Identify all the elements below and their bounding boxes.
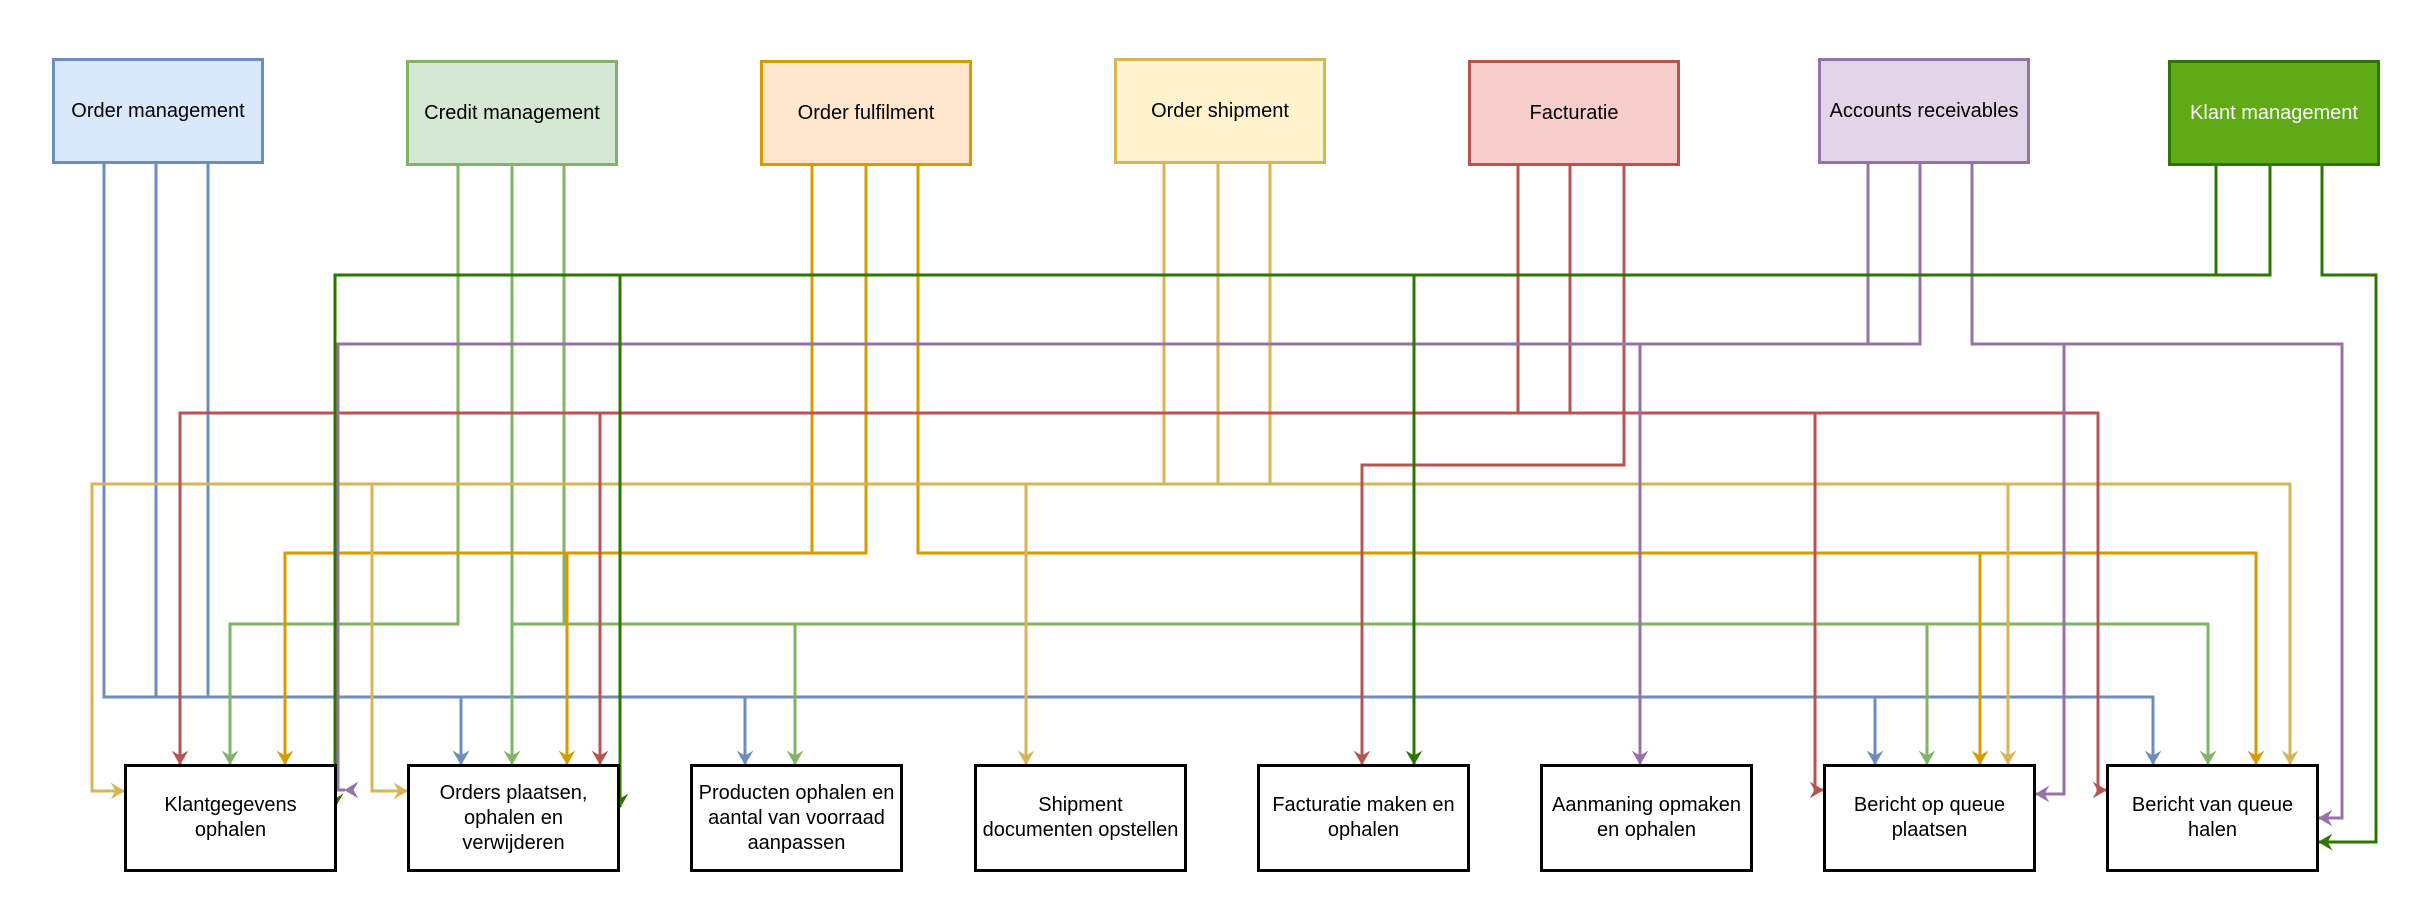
box-producten-ophalen: Producten ophalen en aantal van voorraad… xyxy=(690,764,903,872)
connector-os-to-kg xyxy=(90,164,1166,800)
arrowhead xyxy=(393,782,408,800)
connector-om-to-op xyxy=(154,164,470,765)
connector-cm-to-bp xyxy=(510,164,1936,765)
box-bericht-op-queue: Bericht op queue plaatsen xyxy=(1823,764,2036,872)
connector-cm-to-bh xyxy=(562,164,2217,765)
arrowhead xyxy=(1631,750,1649,765)
arrowhead xyxy=(736,750,754,765)
connector-km-to-fm xyxy=(1405,164,2272,765)
arrowhead xyxy=(276,750,294,765)
arrowhead xyxy=(171,750,189,765)
arrowhead xyxy=(1999,750,2017,765)
arrowhead xyxy=(344,781,359,799)
connector-os-to-bh xyxy=(1268,164,2299,765)
arrowhead xyxy=(2199,750,2217,765)
connector-km-to-bh xyxy=(2318,164,2378,851)
arrowhead xyxy=(110,782,125,800)
arrowhead xyxy=(2144,750,2162,765)
box-facturatie-maken: Facturatie maken en ophalen xyxy=(1257,764,1470,872)
arrowhead xyxy=(1866,750,1884,765)
connector-ar-to-bh xyxy=(1970,164,2344,827)
connector-fa-to-bh xyxy=(1568,164,2107,799)
arrowhead xyxy=(503,750,521,765)
arrowhead xyxy=(221,750,239,765)
connector-of-to-kg xyxy=(276,164,814,765)
arrowhead xyxy=(2092,781,2107,799)
connector-of-to-bh xyxy=(916,164,2265,765)
connector-os-to-op xyxy=(370,164,1220,800)
box-accounts-receivables: Accounts receivables xyxy=(1818,58,2030,164)
box-facturatie: Facturatie xyxy=(1468,60,1680,166)
connector-om-to-bh xyxy=(206,164,2162,765)
box-order-shipment: Order shipment xyxy=(1114,58,1326,164)
arrowhead xyxy=(452,750,470,765)
arrowhead xyxy=(591,750,609,765)
connector-ar-to-ao xyxy=(1631,164,1922,765)
arrowhead xyxy=(1017,750,1035,765)
arrowhead xyxy=(786,750,804,765)
box-order-fulfilment: Order fulfilment xyxy=(760,60,972,166)
box-credit-management: Credit management xyxy=(406,60,618,166)
box-aanmaning-opmaken: Aanmaning opmaken en ophalen xyxy=(1540,764,1753,872)
arrowhead xyxy=(2035,785,2050,803)
arrowhead xyxy=(1809,781,1824,799)
arrowhead xyxy=(2318,833,2333,851)
connector-of-to-op xyxy=(558,164,868,765)
box-order-management: Order management xyxy=(52,58,264,164)
connector-om-to-pr xyxy=(206,164,754,765)
box-klantgegevens-ophalen: Klantgegevens ophalen xyxy=(124,764,337,872)
arrowhead xyxy=(1405,750,1423,765)
box-shipment-documenten: Shipment documenten opstellen xyxy=(974,764,1187,872)
connector-cm-to-kg xyxy=(221,164,460,765)
connector-ar-to-kg xyxy=(336,164,1870,799)
arrowhead xyxy=(2281,750,2299,765)
connector-os-to-sd xyxy=(1017,164,1272,765)
box-bericht-van-queue: Bericht van queue halen xyxy=(2106,764,2319,872)
connector-fa-to-kg xyxy=(171,164,1520,765)
arrowhead xyxy=(1971,750,1989,765)
box-klant-management: Klant management xyxy=(2168,60,2380,166)
connector-fa-to-bp xyxy=(1568,164,1824,799)
connector-cm-to-pr xyxy=(510,164,804,765)
arrowhead xyxy=(2247,750,2265,765)
connector-fa-to-fm xyxy=(1353,164,1626,765)
arrowhead xyxy=(1353,750,1371,765)
arrowhead xyxy=(558,750,576,765)
arrowhead xyxy=(2318,809,2333,827)
arrowhead xyxy=(1918,750,1936,765)
box-orders-plaatsen: Orders plaatsen, ophalen en verwijderen xyxy=(407,764,620,872)
